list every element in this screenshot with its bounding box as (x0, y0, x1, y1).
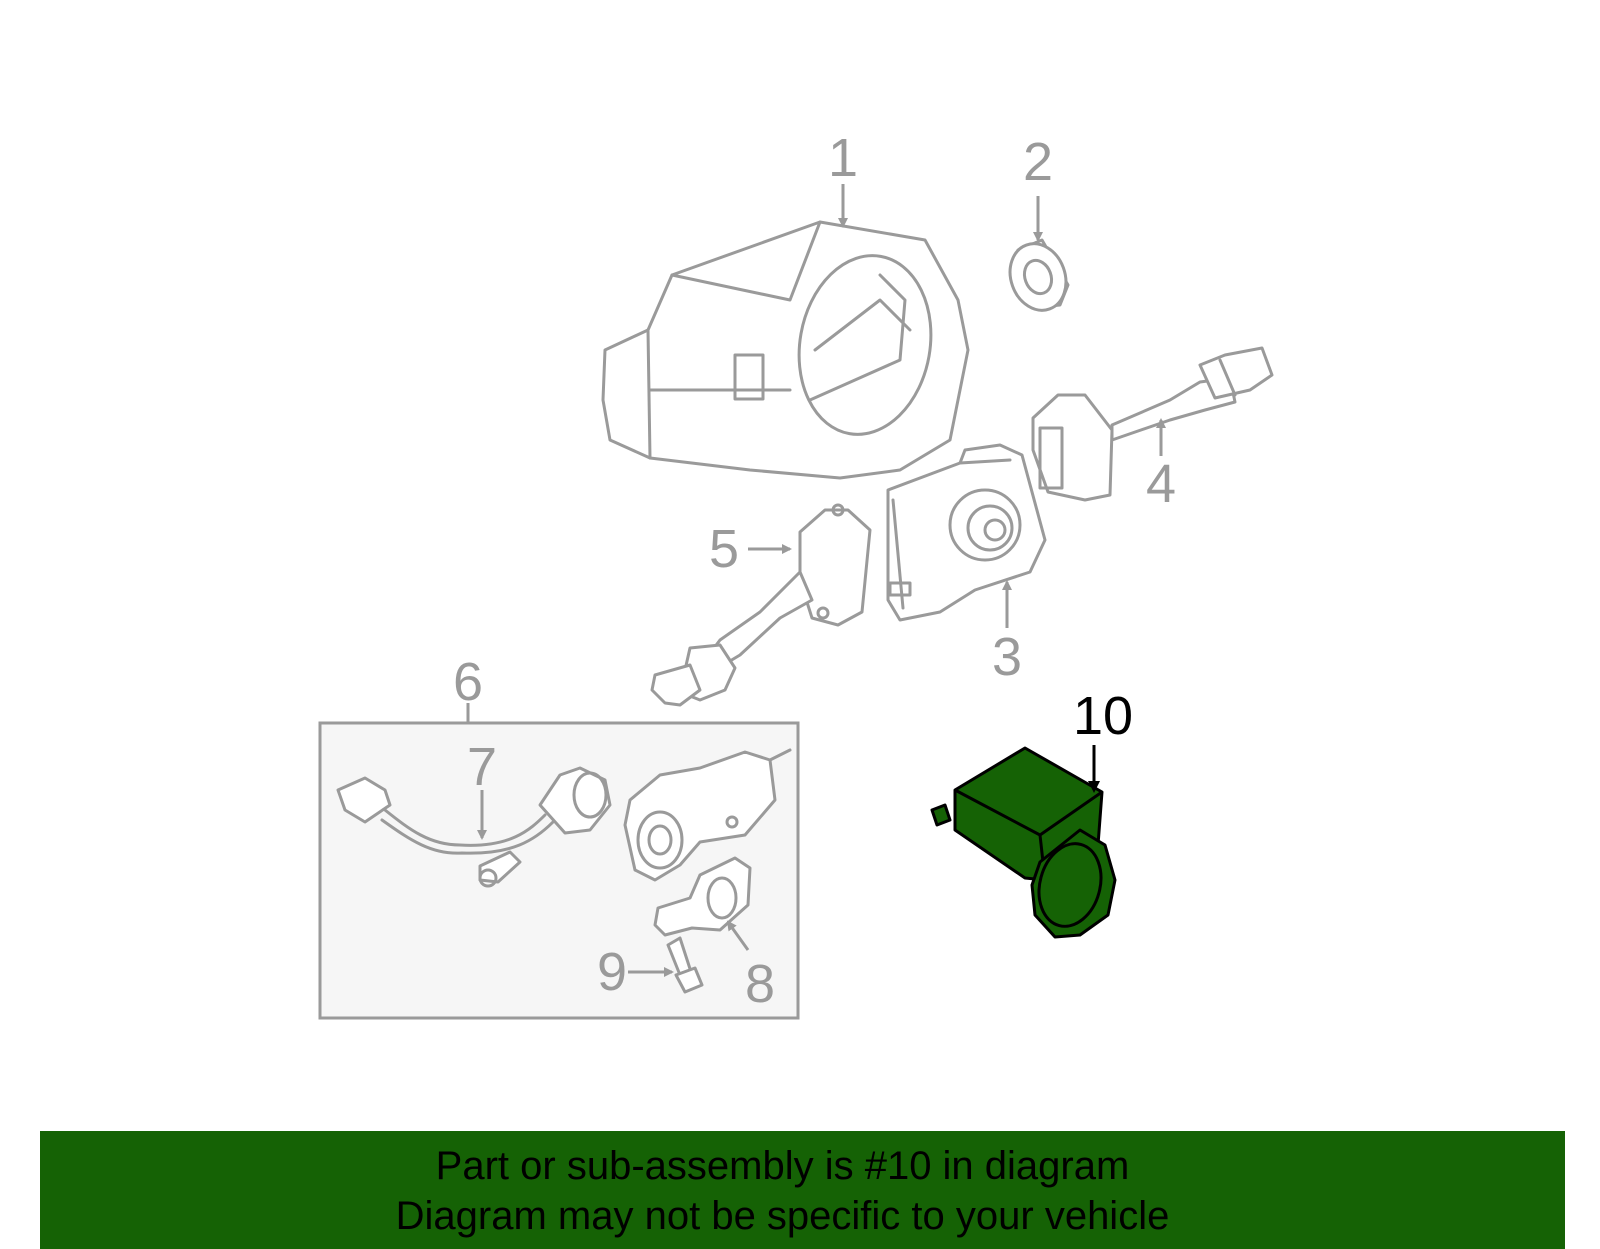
callout-4: 4 (1146, 454, 1176, 514)
callout-5: 5 (709, 519, 739, 579)
part-2-ring (1008, 238, 1070, 312)
callout-8: 8 (745, 954, 775, 1014)
callout-3: 3 (992, 627, 1022, 687)
part-10-module-highlighted (930, 746, 1117, 939)
callout-6: 6 (453, 652, 483, 712)
callout-1: 1 (828, 128, 858, 188)
callout-10-highlighted: 10 (1073, 686, 1133, 746)
part-1-steering-column-shroud (601, 220, 970, 480)
part-4-stalk-switch (1031, 346, 1274, 502)
part-7-wire-harness (336, 766, 612, 888)
banner-line-1: Part or sub-assembly is #10 in diagram (435, 1144, 1130, 1188)
part-lock-housing (623, 748, 792, 882)
info-banner: Part or sub-assembly is #10 in diagram D… (40, 1131, 1565, 1249)
callout-2: 2 (1023, 132, 1053, 192)
callout-9: 9 (597, 942, 627, 1002)
banner-line-2: Diagram may not be specific to your vehi… (395, 1194, 1170, 1238)
part-3-switch-assembly (886, 443, 1047, 622)
part-9-bolt (666, 936, 704, 994)
part-5-stalk-switch (650, 503, 872, 707)
part-8-bracket (653, 856, 752, 937)
leader-lines (466, 184, 1166, 977)
callout-7: 7 (467, 737, 497, 797)
